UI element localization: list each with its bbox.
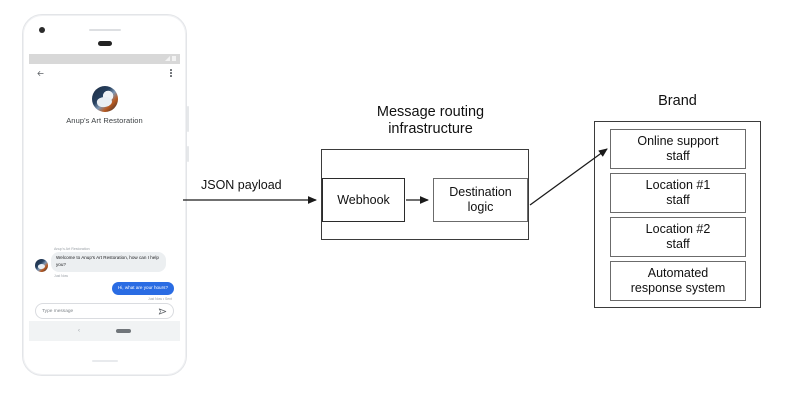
brand-avatar-icon bbox=[91, 86, 118, 112]
signal-icon bbox=[165, 56, 170, 61]
back-arrow-icon[interactable] bbox=[36, 69, 45, 78]
phone-screen: Anup's Art Restoration Anup's Art Restor… bbox=[29, 54, 180, 341]
webhook-box[interactable]: Webhook bbox=[322, 178, 405, 222]
message-sender-label: Anup's Art Restoration bbox=[54, 246, 90, 251]
message-bubble-incoming: Welcome to Anup's Art Restoration, how c… bbox=[51, 252, 166, 272]
brand-item-label-line1: Location #2 bbox=[645, 222, 711, 237]
conversation-header: Anup's Art Restoration bbox=[29, 84, 180, 125]
phone-top-speaker bbox=[88, 29, 121, 31]
app-bar bbox=[29, 64, 180, 84]
brand-item-label-line2: response system bbox=[630, 281, 726, 295]
phone-earpiece bbox=[97, 41, 112, 46]
brand-item-label-line2: staff bbox=[666, 193, 690, 207]
message-input[interactable]: Type message bbox=[42, 308, 74, 314]
destination-logic-label-line1: Destination bbox=[449, 185, 512, 200]
message-outgoing: Hi, what are your hours? bbox=[35, 281, 174, 295]
webhook-label: Webhook bbox=[337, 192, 390, 207]
phone-side-button-volume bbox=[187, 106, 189, 132]
phone-front-camera-icon bbox=[39, 27, 45, 33]
brand-item-automated-response-system[interactable]: Automated response system bbox=[610, 261, 746, 301]
chat-thread: Anup's Art Restoration Welcome to Anup's… bbox=[29, 247, 180, 301]
brand-name-label: Anup's Art Restoration bbox=[66, 116, 143, 125]
phone-side-button-power bbox=[187, 146, 189, 162]
overflow-menu-icon[interactable] bbox=[170, 69, 172, 77]
message-incoming: Welcome to Anup's Art Restoration, how c… bbox=[35, 252, 174, 272]
brand-item-label-line2: staff bbox=[666, 237, 690, 251]
brand-item-label-line2: staff bbox=[666, 149, 690, 163]
phone-mockup: Anup's Art Restoration Anup's Art Restor… bbox=[22, 14, 189, 376]
battery-icon bbox=[172, 56, 176, 61]
message-timestamp-incoming: Just Now bbox=[54, 273, 68, 278]
destination-logic-box[interactable]: Destination logic bbox=[433, 178, 528, 222]
destination-logic-label-line2: logic bbox=[467, 200, 494, 214]
routing-infrastructure-title: Message routing infrastructure bbox=[376, 104, 485, 138]
brand-item-label-line1: Automated bbox=[647, 266, 709, 281]
message-bubble-outgoing: Hi, what are your hours? bbox=[111, 281, 174, 295]
home-pill-icon[interactable] bbox=[116, 329, 131, 333]
brand-item-label-line1: Location #1 bbox=[645, 178, 711, 193]
brand-title: Brand bbox=[658, 93, 697, 109]
brand-item-label-line1: Online support bbox=[637, 134, 719, 149]
message-composer[interactable]: Type message bbox=[35, 303, 174, 319]
brand-item-online-support-staff[interactable]: Online support staff bbox=[610, 129, 746, 169]
message-timestamp-outgoing: Just Now • Sent bbox=[148, 297, 172, 301]
brand-item-location-2-staff[interactable]: Location #2 staff bbox=[610, 217, 746, 257]
nav-back-icon[interactable]: ‹ bbox=[78, 328, 80, 334]
status-bar-icons bbox=[165, 56, 176, 61]
send-icon[interactable] bbox=[158, 307, 167, 316]
phone-bottom-speaker bbox=[91, 360, 118, 362]
json-payload-label: JSON payload bbox=[201, 178, 282, 192]
status-bar bbox=[29, 54, 180, 64]
android-nav-bar: ‹ bbox=[29, 321, 180, 341]
message-avatar-icon bbox=[35, 258, 48, 272]
brand-item-location-1-staff[interactable]: Location #1 staff bbox=[610, 173, 746, 213]
